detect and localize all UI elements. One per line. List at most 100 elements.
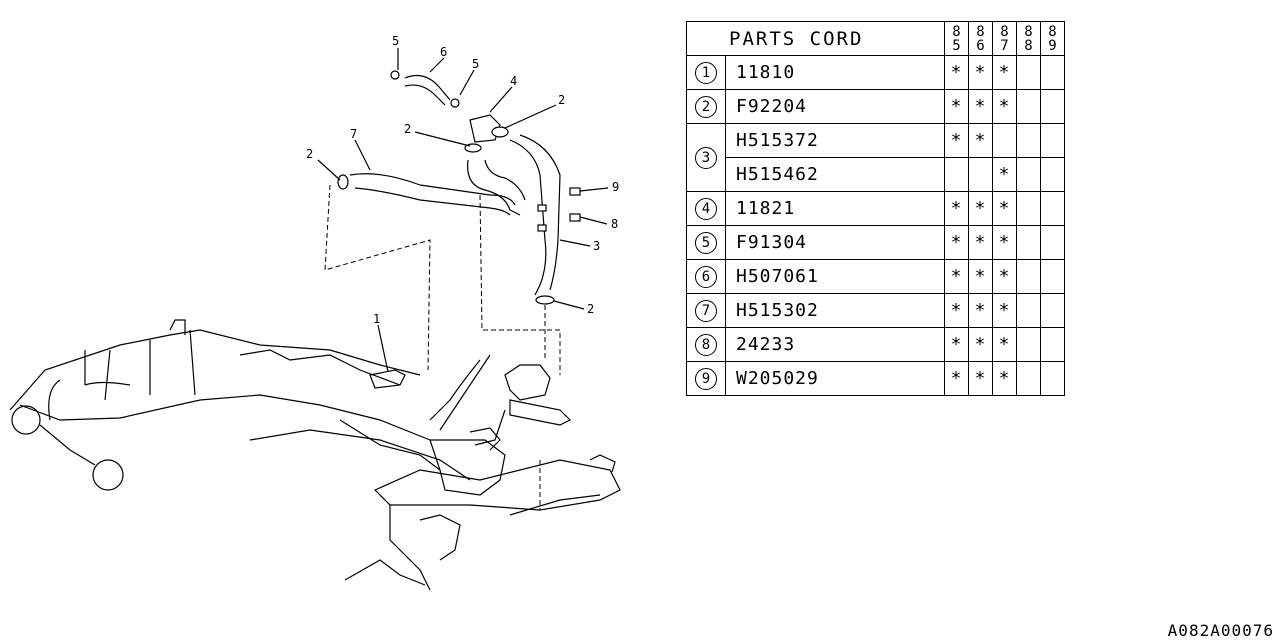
ref-number-cell: 1 <box>686 55 726 90</box>
year-applicability-cell <box>1016 259 1041 294</box>
part-number-cell: F91304 <box>725 225 945 260</box>
callout-4: 4 <box>510 74 517 88</box>
year-applicability-cell: * <box>944 259 969 294</box>
year-applicability-cell <box>992 123 1017 158</box>
ref-number-circle: 2 <box>695 96 717 118</box>
ref-number-circle: 7 <box>695 300 717 322</box>
year-applicability-cell <box>1016 55 1041 90</box>
callout-5: 5 <box>392 34 399 48</box>
year-applicability-cell: * <box>944 123 969 158</box>
year-applicability-cell <box>1016 123 1041 158</box>
year-applicability-cell <box>944 157 969 192</box>
callout-8: 8 <box>611 217 618 231</box>
clamps <box>337 70 581 305</box>
callout-2: 2 <box>587 302 594 316</box>
pcv-valve-assembly <box>429 354 572 446</box>
table-row: H515462* <box>687 157 1065 192</box>
year-applicability-cell <box>1016 191 1041 226</box>
year-applicability-cell: * <box>992 293 1017 328</box>
routing-lines <box>324 184 561 510</box>
callout-3: 3 <box>593 239 600 253</box>
year-applicability-cell <box>1040 327 1065 362</box>
part-number-cell: 11810 <box>725 55 945 90</box>
year-digit: 8 <box>1024 37 1033 54</box>
year-applicability-cell <box>1040 55 1065 90</box>
year-applicability-cell <box>968 157 993 192</box>
ref-number-cell: 8 <box>686 327 726 362</box>
year-applicability-cell <box>1040 123 1065 158</box>
ref-number-cell: 7 <box>686 293 726 328</box>
year-applicability-cell: * <box>992 55 1017 90</box>
year-applicability-cell: * <box>944 191 969 226</box>
callout-9: 9 <box>612 180 619 194</box>
part-number-cell: H515372 <box>725 123 945 158</box>
ref-number-cell: 6 <box>686 259 726 294</box>
fitting-1 <box>369 369 406 389</box>
year-digit: 7 <box>1000 37 1009 54</box>
callout-5: 5 <box>472 57 479 71</box>
year-applicability-cell: * <box>968 361 993 396</box>
year-applicability-cell: * <box>968 327 993 362</box>
diagram-code: A082A00076 <box>1167 621 1274 640</box>
year-applicability-cell <box>1016 89 1041 124</box>
year-applicability-cell <box>1016 293 1041 328</box>
pcv-hose-diagram: 5 6 5 4 2 2 7 2 9 8 3 2 1 <box>9 34 621 591</box>
ref-number-circle: 1 <box>695 62 717 84</box>
year-applicability-cell: * <box>992 327 1017 362</box>
ref-number-cell: 4 <box>686 191 726 226</box>
year-applicability-cell: * <box>992 191 1017 226</box>
year-applicability-cell: * <box>968 55 993 90</box>
part-number-cell: 11821 <box>725 191 945 226</box>
engine-assembly <box>9 319 621 591</box>
year-digit: 6 <box>976 37 985 54</box>
parts-cord-heading: PARTS CORD <box>686 21 945 56</box>
year-applicability-cell: * <box>992 225 1017 260</box>
year-applicability-cell: * <box>992 89 1017 124</box>
year-applicability-cell <box>1016 327 1041 362</box>
year-applicability-cell <box>1016 225 1041 260</box>
hose-3 <box>509 134 561 296</box>
year-digit: 8 <box>1024 23 1033 40</box>
callout-6: 6 <box>440 45 447 59</box>
year-applicability-cell: * <box>992 361 1017 396</box>
hose-6 <box>404 75 451 106</box>
ref-number-circle: 9 <box>695 368 717 390</box>
year-applicability-cell: * <box>992 259 1017 294</box>
callout-2: 2 <box>558 93 565 107</box>
ref-number-cell: 3 <box>686 123 726 192</box>
part-number-cell: W205029 <box>725 361 945 396</box>
year-applicability-cell: * <box>968 293 993 328</box>
year-applicability-cell: * <box>944 89 969 124</box>
year-applicability-cell: * <box>944 327 969 362</box>
year-applicability-cell: * <box>968 259 993 294</box>
year-digit: 8 <box>976 23 985 40</box>
callout-labels: 5 6 5 4 2 2 7 2 9 8 3 2 1 <box>306 34 619 326</box>
callout-2: 2 <box>404 122 411 136</box>
year-applicability-cell <box>1040 157 1065 192</box>
part-number-cell: F92204 <box>725 89 945 124</box>
ref-number-cell: 9 <box>686 361 726 396</box>
ref-number-circle: 4 <box>695 198 717 220</box>
part-number-cell: H515302 <box>725 293 945 328</box>
ref-number-circle: 5 <box>695 232 717 254</box>
year-applicability-cell: * <box>944 361 969 396</box>
year-applicability-cell: * <box>944 293 969 328</box>
part-number-cell: H507061 <box>725 259 945 294</box>
year-applicability-cell: * <box>968 191 993 226</box>
year-digit: 5 <box>952 37 961 54</box>
year-applicability-cell <box>1040 89 1065 124</box>
year-applicability-cell <box>1040 191 1065 226</box>
leader-lines <box>317 48 609 373</box>
